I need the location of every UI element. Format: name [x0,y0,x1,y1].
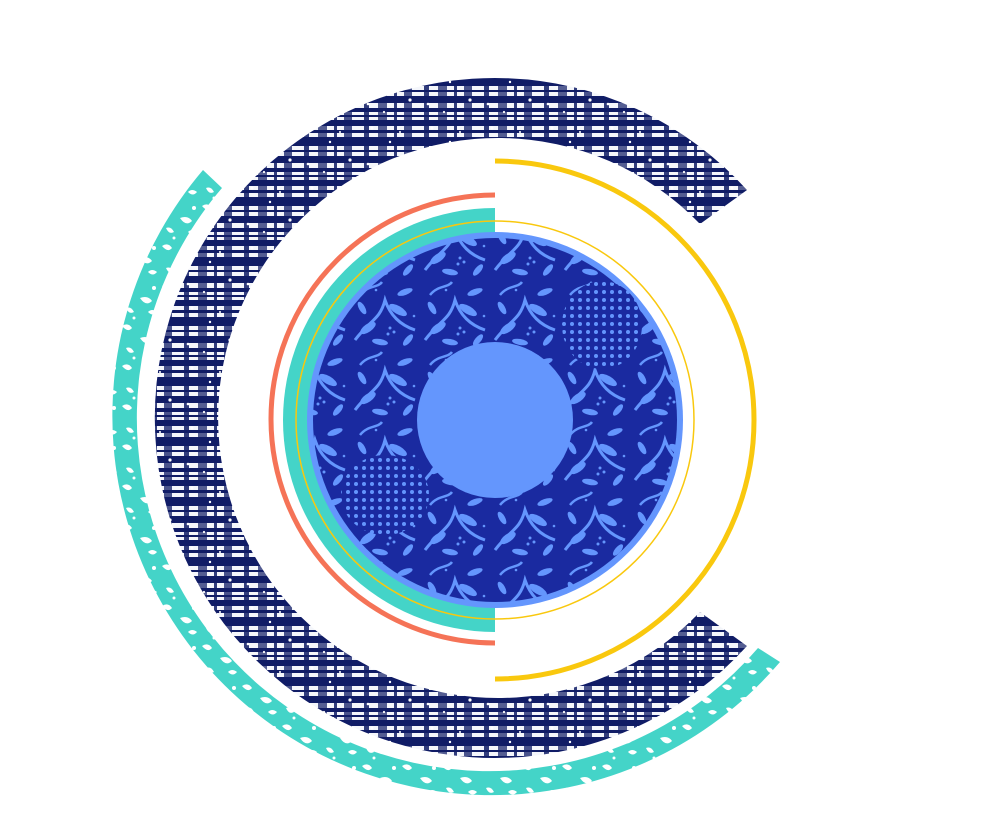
pomegranate-motif-top [562,281,642,369]
outer-teal-distressed-arc [112,170,780,796]
thin-gold-circle [295,220,695,620]
center-periwinkle-disc [417,342,573,498]
navy-plaid-textured-ring [154,78,748,758]
coral-half-ring [268,192,496,646]
gold-half-ring [494,158,757,682]
pomegranate-motif-bottom [341,455,429,535]
